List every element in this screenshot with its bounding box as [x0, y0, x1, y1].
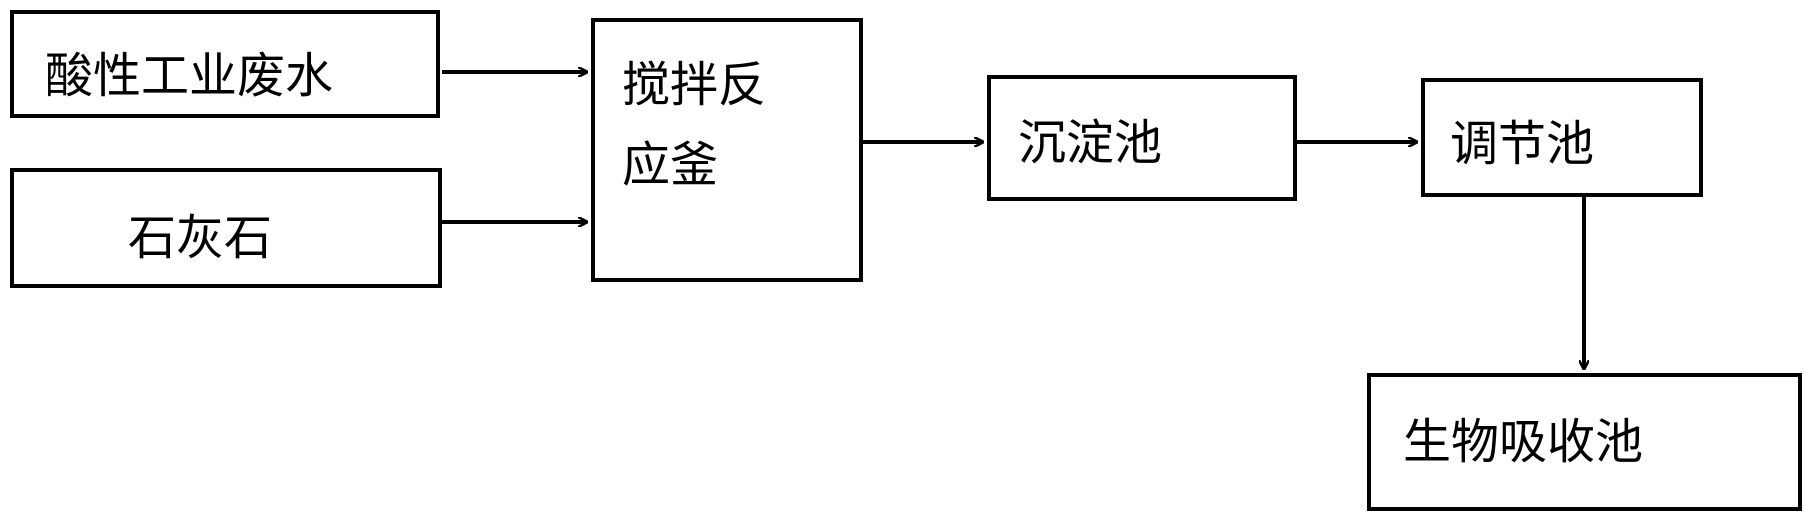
node-bio-absorption-tank-label: 生物吸收池	[1403, 414, 1644, 470]
node-stirred-reactor	[591, 18, 863, 282]
node-stirred-reactor-label-line2: 应釜	[622, 137, 719, 193]
node-sedimentation-tank	[987, 75, 1297, 201]
node-limestone	[10, 168, 442, 288]
node-regulating-tank	[1421, 78, 1703, 197]
node-limestone-label: 石灰石	[128, 210, 273, 266]
node-sedimentation-tank-label: 沉淀池	[1018, 115, 1163, 171]
node-stirred-reactor-label: 搅拌反 应釜	[622, 45, 766, 205]
node-bio-absorption-tank	[1367, 373, 1802, 511]
node-acid-wastewater	[10, 10, 440, 118]
node-acid-wastewater-label: 酸性工业废水	[45, 48, 334, 104]
node-stirred-reactor-label-line1: 搅拌反	[622, 57, 767, 113]
node-regulating-tank-label: 调节池	[1450, 116, 1595, 172]
